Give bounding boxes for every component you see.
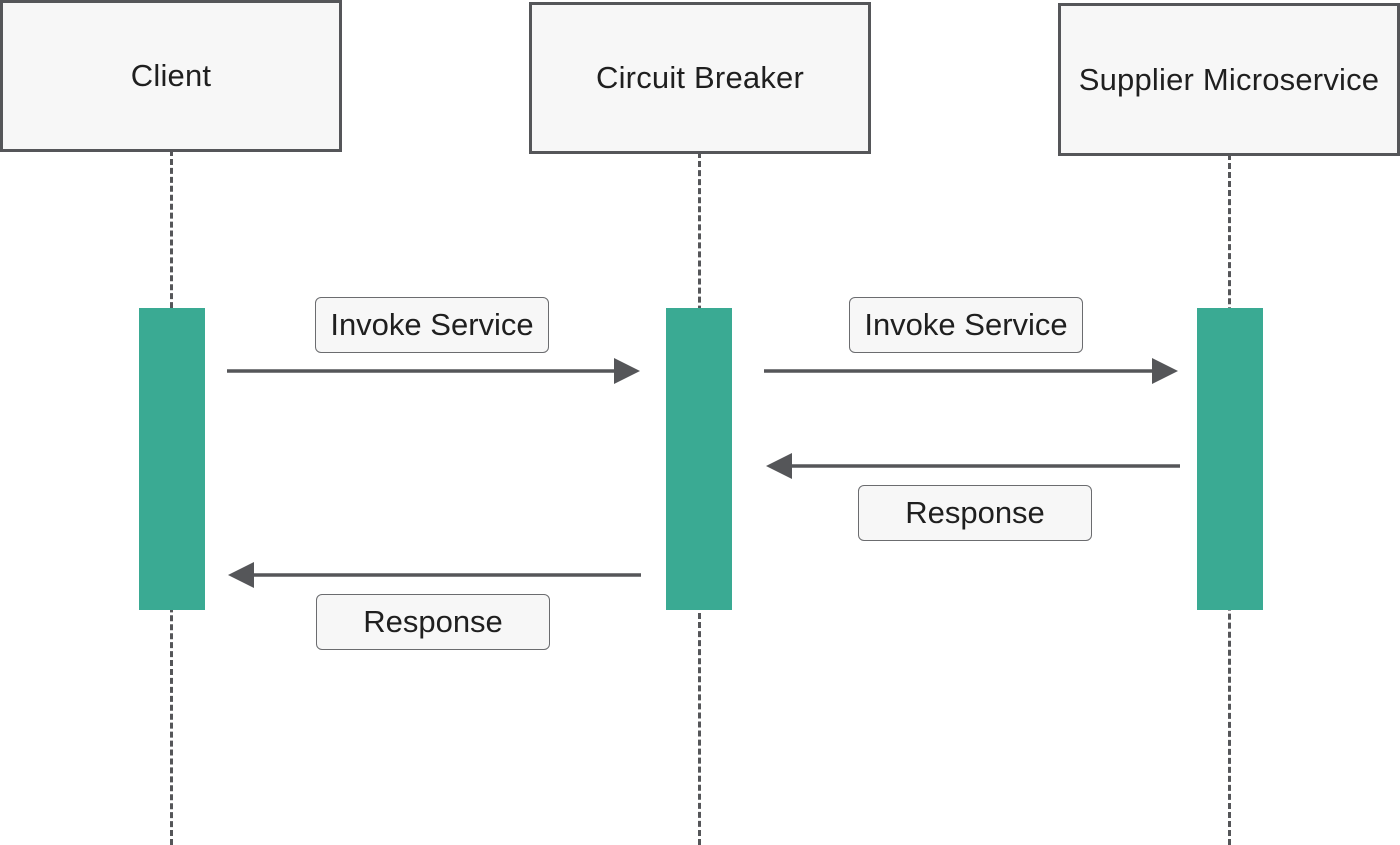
message-label-response-breaker: Response [858,485,1092,541]
arrow-breaker-to-supplier [764,358,1178,384]
participant-circuit-breaker: Circuit Breaker [529,2,871,154]
participant-circuit-breaker-label: Circuit Breaker [596,60,804,95]
arrow-client-to-breaker [227,358,640,384]
arrow-supplier-to-breaker [766,453,1180,479]
arrow-breaker-to-client [228,562,641,588]
message-label-response-client: Response [316,594,550,650]
participant-supplier: Supplier Microservice [1058,3,1400,156]
activation-bar-circuit-breaker [666,308,732,610]
participant-client: Client [0,0,342,152]
message-label-invoke-client: Invoke Service [315,297,549,353]
participant-supplier-label: Supplier Microservice [1078,61,1380,97]
activation-bar-supplier [1197,308,1263,610]
activation-bar-client [139,308,205,610]
message-label-invoke-supplier: Invoke Service [849,297,1083,353]
participant-client-label: Client [130,58,212,93]
